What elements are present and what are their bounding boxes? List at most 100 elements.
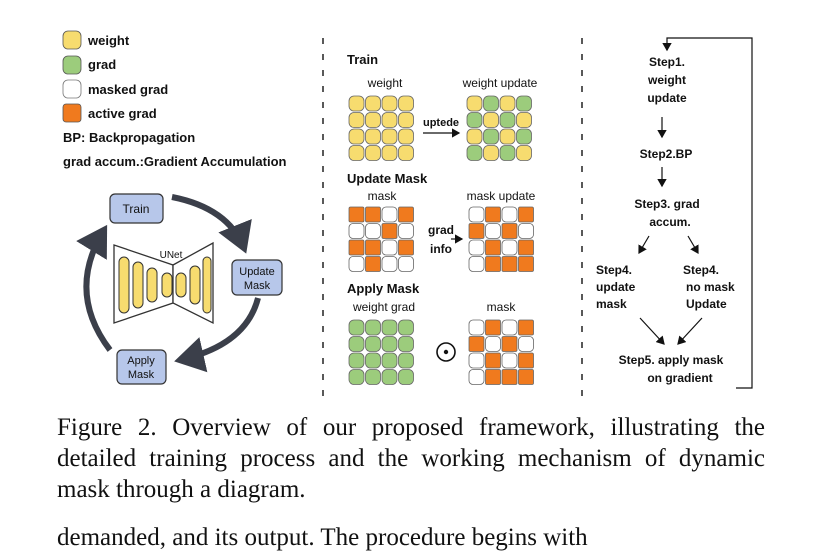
grid-cell [381,206,398,223]
framework-figure: weight grad masked grad active grad BP: … [62,30,753,405]
grid-cell [485,369,501,385]
grid-cell [501,239,518,256]
mask-update-grid-label: mask update [467,189,536,203]
grid-cell [501,336,518,352]
grid-cell [381,352,398,369]
legend-active-label: active grad [88,106,157,121]
weight-update-grid-label: weight update [462,76,538,90]
grid-cell [398,206,414,223]
node-train-label: Train [123,202,150,216]
weight-grad-grid-label: weight grad [352,300,415,314]
grid-cell [365,206,381,223]
grid-cell [365,336,381,352]
arrow-step3-step4a [638,235,650,255]
grid-cell [348,112,365,128]
grid-cell [381,112,398,128]
step3-line-1: Step3. grad [634,197,699,211]
weight-update-grid [466,95,532,161]
grid-cell [516,145,532,161]
legend-grad-swatch [62,55,82,75]
grid-cell [483,128,499,145]
step5-line-1: Step5. apply mask [619,353,724,367]
cycle-diagram: Train Update Mask Apply Mask UNet [76,193,283,385]
mask-update-grid [468,206,534,272]
arrow-step4b-step5 [677,317,703,345]
legend-grad-label: grad [88,57,116,72]
mask-grid-label: mask [368,189,398,203]
grid-cell [348,223,365,239]
grid-cell [485,206,501,223]
grid-cell [398,239,414,256]
step1-line-1: Step1. [649,55,685,69]
grad-info-label-2: info [430,242,452,256]
grid-cell [348,369,365,385]
grid-cell [398,95,414,112]
grid-cell [381,369,398,385]
grid-cell [499,145,516,161]
grid-cell [398,223,414,239]
grid-cell [381,319,398,336]
mask-grid [348,206,414,272]
node-apply-mask-label-1: Apply [127,355,155,367]
grid-cell [365,256,381,272]
grid-cell [518,369,534,385]
grid-cell [398,112,414,128]
legend-active-swatch [62,103,82,123]
node-update-mask-label-2: Mask [244,280,271,292]
step2-label: Step2.BP [640,147,693,161]
grid-cell [365,128,381,145]
grid-cell [483,112,499,128]
grid-cell [398,145,414,161]
grid-cell [501,206,518,223]
grid-cell [365,223,381,239]
middle-panel: Train weight weight update uptede Update… [347,52,538,385]
loop-back-arrow [662,37,753,389]
grid-cell [516,95,532,112]
step1-line-2: weight [647,73,686,87]
grid-cell [468,223,485,239]
grid-cell [381,223,398,239]
step5-line-2: on gradient [647,371,712,385]
legend-masked-swatch [62,79,82,99]
unet-icon [113,241,214,325]
grid-cell [348,239,365,256]
apply-mask-grid-label: mask [487,300,517,314]
grid-cell [501,352,518,369]
arrow-step3-step4b [687,235,699,255]
legend-accum-definition: grad accum.:Gradient Accumulation [63,154,287,169]
weight-grid [348,95,414,161]
grid-cell [485,319,501,336]
grid-cell [381,239,398,256]
grid-cell [485,239,501,256]
grid-cell [348,256,365,272]
grid-cell [468,369,485,385]
grid-cell [518,336,534,352]
grid-cell [381,128,398,145]
grid-cell [468,206,485,223]
arrow-update-to-apply [174,297,261,373]
step4b-line-1: Step4. [683,263,719,277]
grid-cell [518,256,534,272]
arrow-step4a-step5 [639,317,665,345]
train-section-title: Train [347,52,378,67]
grid-cell [499,95,516,112]
grid-cell [499,112,516,128]
grid-cell [381,145,398,161]
grid-cell [381,256,398,272]
arrow-apply-to-train [76,224,113,352]
legend: weight grad masked grad active grad BP: … [62,30,287,169]
legend-bp-definition: BP: Backpropagation [63,130,195,145]
step4b-line-3: Update [686,297,727,311]
grid-cell [466,95,483,112]
grid-cell [398,336,414,352]
grid-cell [485,336,501,352]
node-apply-mask-label-2: Mask [128,369,155,381]
grid-cell [398,352,414,369]
arrow-train-to-update [171,194,252,254]
node-train [109,193,164,224]
weight-grid-label: weight [367,76,403,90]
grid-cell [365,112,381,128]
grid-cell [468,239,485,256]
grid-cell [466,145,483,161]
update-mask-section-title: Update Mask [347,171,428,186]
